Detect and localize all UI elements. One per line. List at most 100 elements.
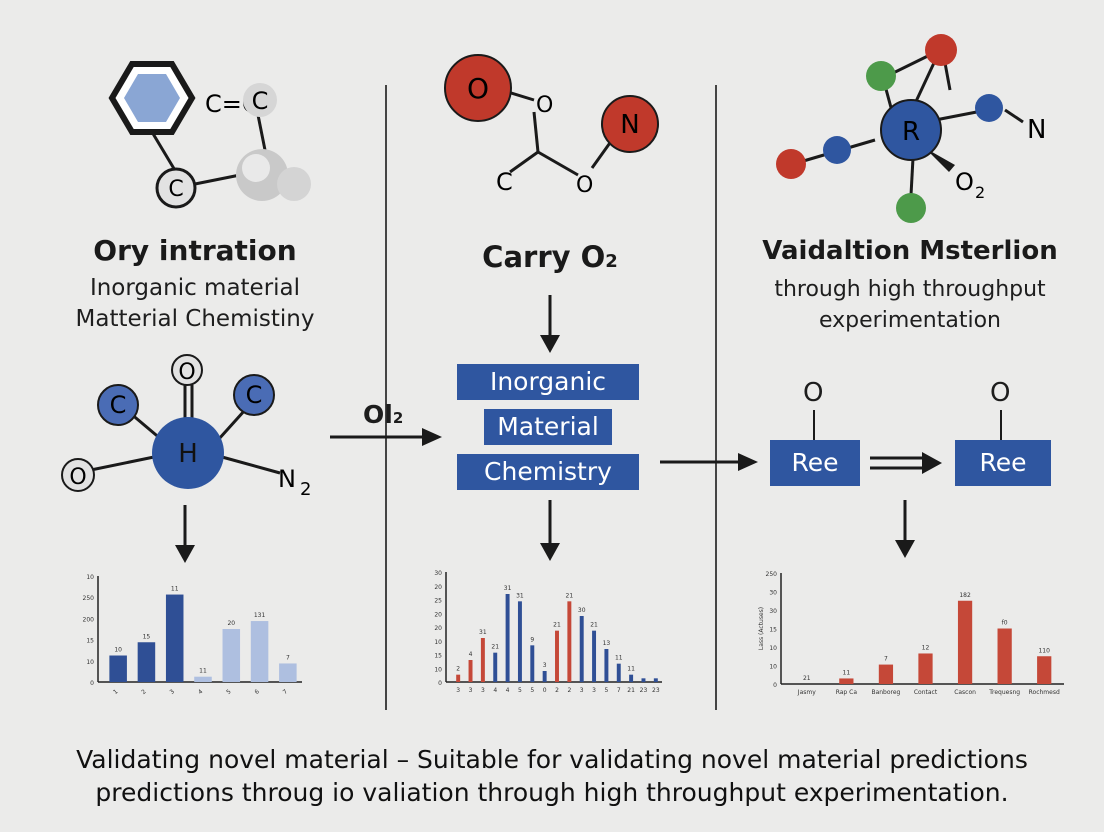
atom-red-top xyxy=(925,34,957,66)
svg-text:N: N xyxy=(278,465,296,493)
data-label: 11 xyxy=(627,666,635,673)
bar xyxy=(629,674,634,682)
right-line1: through high throughput xyxy=(774,277,1046,302)
data-label: 11 xyxy=(615,655,623,662)
data-label: f0 xyxy=(1002,620,1008,627)
bar xyxy=(555,630,559,682)
x-tick-label: 5 xyxy=(604,687,608,694)
cross-arrow-right xyxy=(330,428,442,446)
right-title: Vaidaltion Msterlion xyxy=(762,236,1058,266)
data-label: 13 xyxy=(603,640,611,647)
bar xyxy=(165,594,184,682)
bar xyxy=(957,600,973,684)
x-tick-label: 4 xyxy=(197,688,205,696)
y-tick-label: 0 xyxy=(438,680,442,687)
data-label: 21 xyxy=(803,675,811,682)
bar xyxy=(250,621,269,682)
y-tick-label: 20 xyxy=(434,611,442,618)
x-tick-label: 3 xyxy=(580,687,584,694)
bar xyxy=(579,616,584,682)
bar xyxy=(530,645,535,682)
data-label: 31 xyxy=(516,592,524,599)
data-label: 12 xyxy=(922,644,930,651)
bar xyxy=(517,601,522,682)
y-tick-label: 20 xyxy=(434,584,442,591)
cross-arrow-right-2 xyxy=(660,453,758,471)
atom-green-bottom xyxy=(896,193,926,223)
atom-n xyxy=(601,95,659,153)
y-tick-label: 200 xyxy=(83,616,95,623)
bar xyxy=(493,652,498,682)
data-label: 10 xyxy=(114,647,122,654)
svg-text:R: R xyxy=(902,117,920,147)
data-label: 30 xyxy=(578,607,586,614)
x-tick-label: 6 xyxy=(253,688,261,696)
bar xyxy=(839,678,854,684)
o-right: O xyxy=(990,378,1011,408)
x-tick-label: Contact xyxy=(914,689,938,696)
x-tick-label: 1 xyxy=(112,688,120,696)
bar xyxy=(567,601,572,682)
atom-right-c xyxy=(233,374,275,416)
x-tick-label: 7 xyxy=(617,687,621,694)
svg-text:O: O xyxy=(467,72,489,105)
left-line2: Matterial Chemistiny xyxy=(75,306,315,332)
atom-green-top xyxy=(866,61,896,91)
data-label: 11 xyxy=(199,668,207,675)
x-tick-label: 5 xyxy=(225,688,233,696)
bar xyxy=(653,678,658,682)
y-tick-label: 20 xyxy=(434,625,442,632)
bar xyxy=(279,663,297,682)
atom-red-left xyxy=(776,149,806,179)
middle-title: Carry O2 xyxy=(482,240,618,274)
data-label: 21 xyxy=(590,622,598,629)
atom-far-left-o xyxy=(61,458,95,492)
bar xyxy=(604,649,609,682)
atom-blue-left xyxy=(823,136,851,164)
svg-text:O: O xyxy=(69,465,86,490)
middle-down-arrow-1 xyxy=(540,295,560,353)
left-bottom-molecule: O C C O H N 2 xyxy=(61,354,311,500)
x-tick-label: Trequesng xyxy=(988,689,1020,696)
bar xyxy=(918,653,933,684)
svg-text:N: N xyxy=(620,110,639,140)
data-label: 9 xyxy=(530,636,534,643)
bond-right xyxy=(1000,410,1002,440)
svg-text:C: C xyxy=(252,87,269,115)
divider-right xyxy=(715,85,717,710)
y-tick-label: 15 xyxy=(769,627,777,634)
box-inorganic: Inorganic xyxy=(457,364,639,400)
data-label: 4 xyxy=(469,651,473,658)
left-title: Ory intration xyxy=(93,234,297,267)
atom-center-h xyxy=(152,417,224,489)
svg-text:O: O xyxy=(955,168,974,196)
x-tick-label: 23 xyxy=(652,687,660,694)
y-tick-label: 250 xyxy=(83,595,95,602)
bar xyxy=(505,594,510,682)
svg-text:N: N xyxy=(1027,115,1046,145)
y-tick-label: 10 xyxy=(86,574,94,581)
bar xyxy=(1037,656,1052,684)
x-tick-label: 21 xyxy=(627,687,635,694)
y-tick-label: 10 xyxy=(769,645,777,652)
data-label: 110 xyxy=(1038,647,1050,654)
y-tick-label: 10 xyxy=(86,659,94,666)
box-ree-right: Ree xyxy=(955,440,1051,486)
bar xyxy=(468,660,473,682)
data-label: 7 xyxy=(286,654,290,661)
cross-arrow-label: Ol2 xyxy=(363,400,404,429)
data-label: 15 xyxy=(143,633,151,640)
box-material: Material xyxy=(484,409,612,445)
y-tick-label: 250 xyxy=(766,571,778,578)
left-top-molecule: C C=C C xyxy=(108,61,311,209)
y-tick-label: 30 xyxy=(769,608,777,615)
data-label: 2 xyxy=(456,666,460,673)
footer-line1: Validating novel material – Suitable for… xyxy=(76,745,1028,774)
bar xyxy=(222,629,241,682)
y-tick-label: 0 xyxy=(773,682,777,689)
y-tick-label: 10 xyxy=(769,664,777,671)
atom-c2 xyxy=(155,167,197,209)
x-tick-label: 7 xyxy=(282,688,290,696)
